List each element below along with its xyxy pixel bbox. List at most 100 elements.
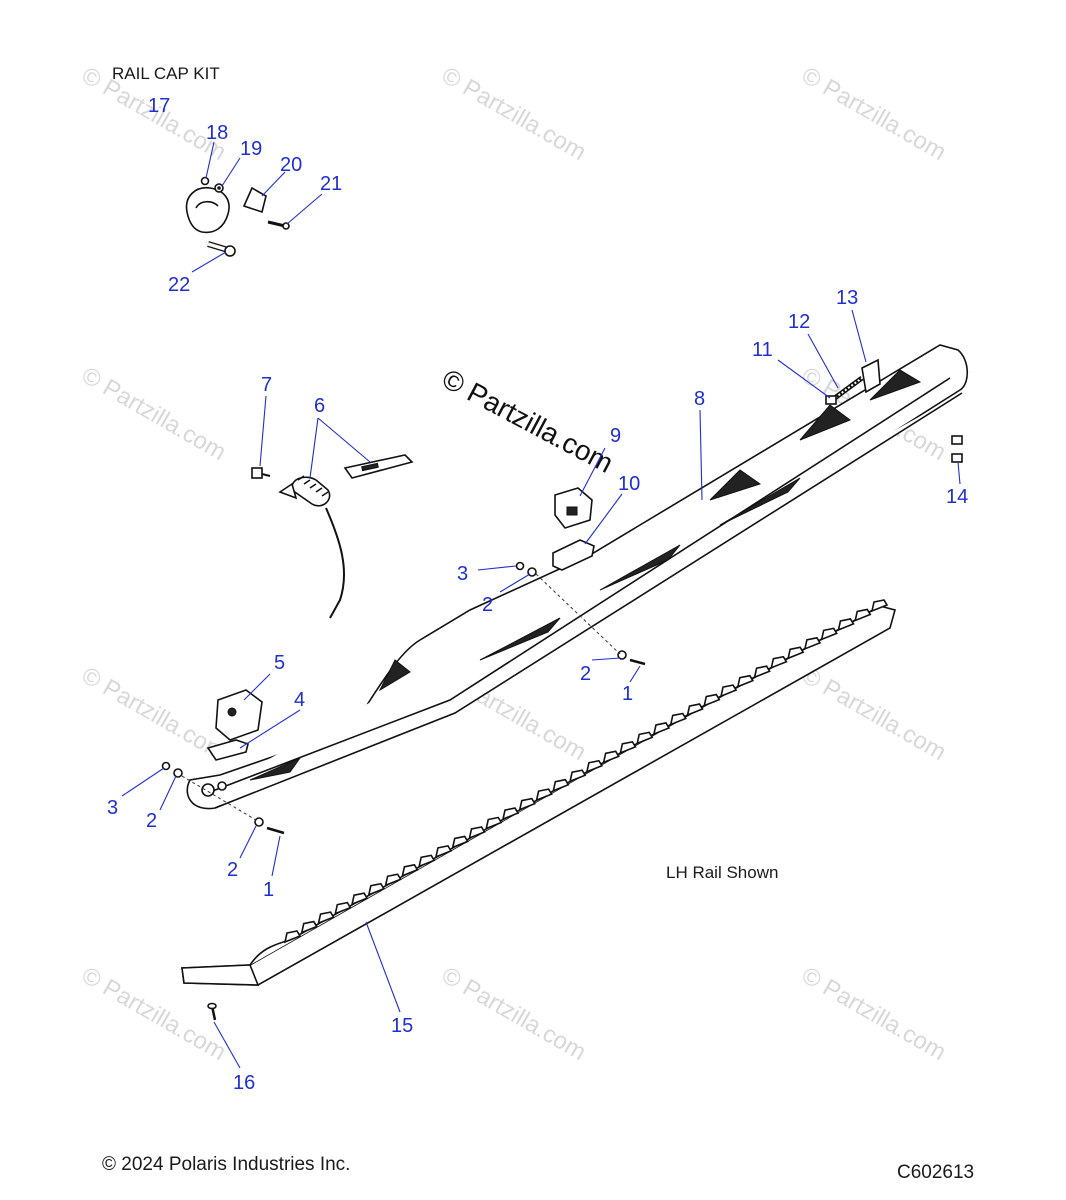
leader-lines bbox=[121, 141, 961, 1069]
lh-rail-note: LH Rail Shown bbox=[666, 863, 778, 882]
nut bbox=[200, 176, 210, 186]
adjuster-nut bbox=[825, 395, 837, 405]
rail-cutout bbox=[869, 369, 922, 401]
watermark: © Partzilla.com bbox=[797, 62, 951, 166]
coil-spring bbox=[291, 476, 331, 507]
watermark: © Partzilla.com bbox=[77, 662, 231, 766]
rail-end-hole bbox=[201, 783, 215, 797]
rail-end-hole bbox=[217, 781, 227, 791]
callout-12: 12 bbox=[788, 311, 810, 333]
wear-strip-tooth bbox=[703, 693, 721, 707]
rail-cutout bbox=[799, 404, 852, 441]
wear-strip-tooth bbox=[837, 618, 855, 632]
callout-22: 22 bbox=[168, 274, 190, 296]
wear-strip-tooth bbox=[770, 655, 788, 670]
bumper-block bbox=[215, 689, 263, 741]
rail-cutout bbox=[479, 617, 561, 661]
wear-strip-tooth bbox=[652, 722, 671, 736]
nut bbox=[951, 453, 963, 463]
spring-assembly bbox=[251, 454, 414, 619]
wear-strip-tooth bbox=[485, 816, 503, 830]
wear-strip-tooth bbox=[501, 807, 520, 821]
callout-21: 21 bbox=[320, 173, 342, 195]
copyright-text: © 2024 Polaris Industries Inc. bbox=[102, 1154, 350, 1175]
shoulder-bolt bbox=[251, 467, 263, 479]
wear-strip-tooth bbox=[468, 826, 486, 840]
callout-10: 10 bbox=[618, 473, 640, 495]
callout-15: 15 bbox=[391, 1015, 413, 1037]
rail-cap bbox=[185, 187, 230, 234]
wear-strip-tooth bbox=[669, 712, 687, 726]
callout-14: 14 bbox=[946, 486, 968, 508]
wear-strip-tooth bbox=[787, 646, 805, 660]
spacer-block bbox=[552, 539, 595, 571]
callout-5: 5 bbox=[274, 652, 285, 674]
rail-cap-kit-parts bbox=[185, 176, 290, 257]
wear-strip-tooth bbox=[854, 608, 872, 622]
watermark: © Partzilla.com bbox=[797, 662, 951, 766]
retainer-slot bbox=[361, 462, 379, 472]
nut bbox=[951, 435, 963, 445]
wear-strip-tooth bbox=[619, 740, 637, 755]
diagram-code: C602613 bbox=[897, 1162, 974, 1183]
wear-strip-tooth bbox=[300, 920, 318, 934]
rail-truss-cutouts bbox=[201, 369, 922, 797]
callout-1: 1 bbox=[622, 683, 633, 705]
bolt bbox=[629, 658, 646, 666]
rail-cutout bbox=[249, 756, 302, 781]
watermark: © Partzilla.com bbox=[77, 362, 231, 466]
wear-strip-tooth bbox=[434, 844, 453, 859]
washer bbox=[173, 768, 183, 778]
rail-cap-inner bbox=[195, 200, 219, 209]
washer bbox=[617, 650, 627, 660]
callout-2: 2 bbox=[146, 810, 157, 832]
wear-strip-tooth bbox=[803, 636, 822, 651]
wear-strip-tooth bbox=[384, 873, 402, 887]
callout-8: 8 bbox=[694, 388, 705, 410]
wear-strip-tooth bbox=[317, 911, 335, 925]
wear-strip-tooth bbox=[535, 788, 553, 802]
bumper-block-hole bbox=[227, 707, 237, 717]
slider-block bbox=[206, 739, 249, 761]
rail-cutout bbox=[719, 477, 801, 526]
wear-strip-tooth bbox=[283, 930, 302, 944]
spring-wire bbox=[325, 507, 346, 619]
rail-cutout bbox=[378, 659, 411, 692]
callout-19: 19 bbox=[240, 138, 262, 160]
callout-18: 18 bbox=[206, 122, 228, 144]
wear-strip-tooth bbox=[686, 703, 704, 717]
washer-hole bbox=[217, 186, 221, 190]
nut bbox=[161, 761, 171, 771]
wear-strip-tooth bbox=[753, 665, 771, 679]
washer bbox=[254, 817, 264, 827]
watermark: © Partzilla.com bbox=[437, 962, 591, 1066]
wear-strip-tip bbox=[181, 964, 260, 986]
screw-head bbox=[282, 222, 290, 230]
wear-strip-tooth bbox=[736, 674, 754, 688]
wear-strip-tooth bbox=[585, 759, 604, 774]
bolt bbox=[266, 826, 285, 835]
watermark: © Partzilla.com bbox=[797, 962, 951, 1066]
assembly-line bbox=[181, 775, 257, 821]
wear-strip-tooth bbox=[334, 901, 352, 915]
callout-2: 2 bbox=[482, 594, 493, 616]
rail-cutout bbox=[599, 544, 681, 591]
wear-strip-tooth bbox=[451, 835, 469, 849]
partzilla-watermark: © Partzilla.com bbox=[437, 363, 618, 479]
callout-3: 3 bbox=[457, 563, 468, 585]
callout-20: 20 bbox=[280, 154, 302, 176]
wear-strip-tooth bbox=[602, 750, 620, 764]
wear-strip-tooth bbox=[719, 684, 738, 698]
screw-shank bbox=[267, 220, 286, 228]
coil-spring-turns bbox=[297, 475, 329, 497]
wear-strip-tooth bbox=[569, 769, 587, 783]
stop-block-hole bbox=[566, 506, 578, 516]
slide-rail-mid-edge bbox=[209, 377, 951, 793]
wear-strip-screw-head bbox=[207, 1002, 217, 1010]
callout-7: 7 bbox=[261, 374, 272, 396]
callout-13: 13 bbox=[836, 287, 858, 309]
shoulder-bolt-stem bbox=[261, 473, 271, 477]
watermark: © Partzilla.com bbox=[437, 62, 591, 166]
bolt-head bbox=[224, 245, 236, 257]
